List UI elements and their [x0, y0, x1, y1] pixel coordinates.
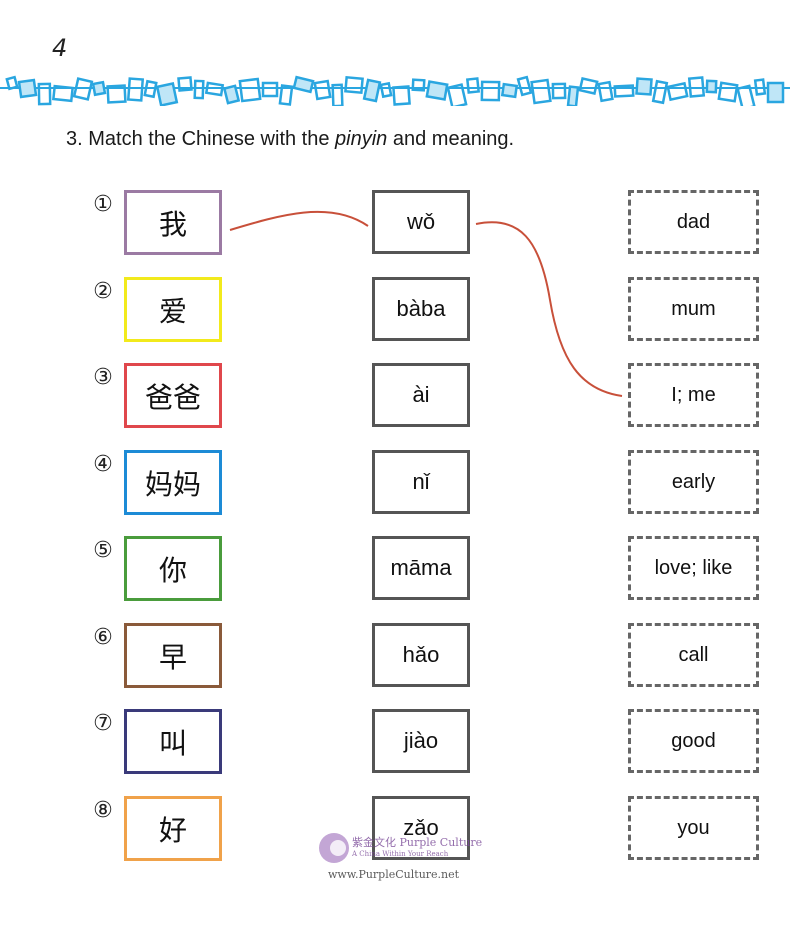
meaning-box[interactable]: good: [628, 709, 759, 773]
item-number: ⑥: [93, 625, 113, 650]
item-number: ⑤: [93, 538, 113, 563]
chinese-box[interactable]: 妈妈: [124, 450, 222, 515]
item-number: ⑦: [93, 711, 113, 736]
watermark-logo-text: 紫金文化 Purple Culture: [352, 836, 483, 849]
instruction-suffix: and meaning.: [387, 128, 515, 150]
item-number: ③: [93, 365, 113, 390]
item-number: ②: [93, 279, 113, 304]
chinese-box[interactable]: 爱: [124, 277, 222, 342]
chinese-box[interactable]: 好: [124, 796, 222, 861]
chinese-box[interactable]: 叫: [124, 709, 222, 774]
pinyin-box[interactable]: bàba: [372, 277, 470, 341]
match-line-2: [475, 221, 623, 397]
instruction-emphasis: pinyin: [335, 128, 388, 150]
meaning-box[interactable]: love; like: [628, 536, 759, 600]
meaning-box[interactable]: call: [628, 623, 759, 687]
watermark-url: www.PurpleCulture.net: [328, 868, 460, 881]
meaning-box[interactable]: I; me: [628, 363, 759, 427]
item-number: ①: [93, 192, 113, 217]
watermark-tagline: A China Within Your Reach: [352, 850, 449, 858]
instruction-prefix: 3. Match the Chinese with the: [66, 128, 336, 150]
exercise-instruction: 3. Match the Chinese with the pinyin and…: [66, 128, 514, 151]
pinyin-box[interactable]: māma: [372, 536, 470, 600]
chinese-box[interactable]: 早: [124, 623, 222, 688]
pinyin-box[interactable]: nǐ: [372, 450, 470, 514]
match-line-1: [229, 210, 369, 231]
meaning-box[interactable]: mum: [628, 277, 759, 341]
chinese-box[interactable]: 你: [124, 536, 222, 601]
item-number: ④: [93, 452, 113, 477]
watermark: 紫金文化 Purple Culture A China Within Your …: [316, 826, 486, 886]
chinese-box[interactable]: 爸爸: [124, 363, 222, 428]
meaning-box[interactable]: dad: [628, 190, 759, 254]
page-number: 4: [52, 34, 68, 62]
chinese-box[interactable]: 我: [124, 190, 222, 255]
pinyin-box[interactable]: zǎo: [372, 796, 470, 860]
pinyin-box[interactable]: wǒ: [372, 190, 470, 254]
pinyin-box[interactable]: jiào: [372, 709, 470, 773]
meaning-box[interactable]: you: [628, 796, 759, 860]
decorative-border: [0, 75, 790, 106]
purple-culture-logo-icon: [319, 833, 349, 863]
pinyin-box[interactable]: ài: [372, 363, 470, 427]
meaning-box[interactable]: early: [628, 450, 759, 514]
pinyin-box[interactable]: hǎo: [372, 623, 470, 687]
item-number: ⑧: [93, 798, 113, 823]
